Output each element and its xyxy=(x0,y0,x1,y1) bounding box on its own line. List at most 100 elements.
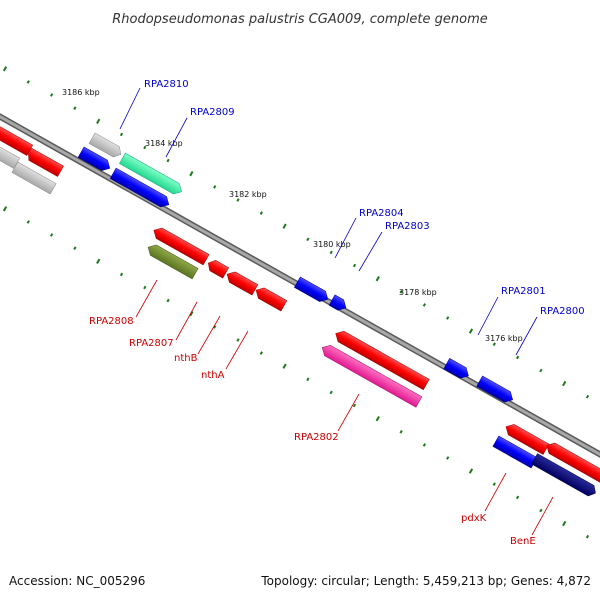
outer-tick-minor xyxy=(422,303,427,307)
gene-rpa2804[interactable] xyxy=(294,276,330,305)
inner-tick-minor xyxy=(422,443,427,447)
label-rpa2810[interactable]: RPA2810 xyxy=(144,79,189,90)
label-pdxK[interactable]: pdxK xyxy=(461,513,487,524)
outer-tick-major xyxy=(562,380,567,387)
gene-rpa2810[interactable] xyxy=(88,132,124,160)
gene-rpa2801[interactable] xyxy=(443,358,472,381)
gene-rpa2803[interactable] xyxy=(328,294,349,313)
topology-text: Topology: circular; Length: 5,459,213 bp… xyxy=(260,574,591,588)
label-nthB[interactable]: nthB xyxy=(174,353,198,364)
label-rpa2807[interactable]: RPA2807 xyxy=(129,338,174,349)
gene-features xyxy=(0,117,600,499)
inner-tick-minor xyxy=(306,377,310,382)
label-rpa2804[interactable]: RPA2804 xyxy=(359,208,404,219)
outer-tick-minor xyxy=(213,185,217,189)
leader-rpa2802 xyxy=(337,393,360,432)
leader-rpa2800 xyxy=(515,316,538,356)
gene-forward-blue-3[interactable] xyxy=(492,435,538,469)
gene-rpa2802[interactable] xyxy=(319,342,423,408)
gene-rpa2807[interactable] xyxy=(151,225,210,266)
label-BenE[interactable]: BenE xyxy=(510,536,536,547)
gene-forward-blue-1[interactable] xyxy=(77,146,113,174)
plus-labels: RPA2810 RPA2809 RPA2804 RPA2803 RPA2801 … xyxy=(144,79,585,317)
outer-tick-minor xyxy=(539,368,543,373)
gene-edge-red-1[interactable] xyxy=(0,117,34,156)
gene-reverse-red-3[interactable] xyxy=(253,285,288,312)
label-nthA[interactable]: nthA xyxy=(201,370,225,381)
inner-tick-minor xyxy=(446,456,450,460)
outer-tick-minor xyxy=(49,93,54,97)
inner-tick-minor xyxy=(352,403,357,408)
leader-nthA xyxy=(225,330,249,370)
outer-tick-major xyxy=(375,276,380,282)
outer-tick-minor xyxy=(119,132,124,137)
label-rpa2802[interactable]: RPA2802 xyxy=(294,432,339,443)
tick-label-3180: 3180 kbp xyxy=(313,240,351,249)
inner-tick-minor xyxy=(166,298,170,303)
outer-tick-minor xyxy=(166,158,170,163)
leader-rpa2804 xyxy=(334,217,357,259)
tick-label-3186: 3186 kbp xyxy=(62,88,100,97)
gene-rpa2802-red[interactable] xyxy=(333,328,430,391)
gene-nthB[interactable] xyxy=(205,258,229,279)
gene-edge-grey-2[interactable] xyxy=(11,161,57,195)
leader-rpa2807 xyxy=(175,301,198,341)
inner-tick-major xyxy=(282,363,287,369)
gene-rpa2809[interactable] xyxy=(119,152,184,197)
tick-label-3182: 3182 kbp xyxy=(229,190,267,199)
gene-forward-blue-2[interactable] xyxy=(109,167,172,210)
inner-tick-major xyxy=(375,416,380,422)
leader-rpa2810 xyxy=(119,87,141,130)
outer-tick-major xyxy=(282,223,287,229)
inner-tick-minor xyxy=(585,534,590,539)
inner-tick-major xyxy=(96,258,101,264)
gene-edge-red-2[interactable] xyxy=(25,147,64,177)
inner-tick-minor xyxy=(329,390,333,395)
leader-rpa2801 xyxy=(477,296,499,336)
outer-tick-minor xyxy=(73,106,77,110)
outer-tick-minor xyxy=(306,237,310,242)
inner-tick-minor xyxy=(49,233,54,237)
outer-tick-major xyxy=(468,328,474,334)
tick-track xyxy=(2,66,590,539)
inner-tick-minor xyxy=(143,285,147,290)
outer-tick-minor xyxy=(329,250,333,255)
leader-BenE xyxy=(531,496,554,536)
outer-tick-minor xyxy=(26,80,30,84)
inner-tick-major xyxy=(562,520,567,527)
label-rpa2800[interactable]: RPA2800 xyxy=(540,306,585,317)
inner-tick-minor xyxy=(492,482,496,486)
tick-labels: 3186 kbp 3184 kbp 3182 kbp 3180 kbp 3178… xyxy=(62,88,523,343)
leader-rpa2803 xyxy=(358,231,383,272)
minus-labels: RPA2808 RPA2807 nthB nthA RPA2802 pdxK B… xyxy=(89,316,536,547)
inner-tick-minor xyxy=(515,495,520,500)
map-title: Rhodopseudomonas palustris CGA009, compl… xyxy=(112,12,488,27)
tick-label-3184: 3184 kbp xyxy=(145,139,183,148)
leader-rpa2809 xyxy=(165,117,188,158)
label-rpa2809[interactable]: RPA2809 xyxy=(190,107,235,118)
label-rpa2803[interactable]: RPA2803 xyxy=(385,221,430,232)
outer-tick-major xyxy=(189,171,194,177)
gene-navy[interactable] xyxy=(531,453,599,499)
inner-tick-major xyxy=(2,206,8,212)
gene-rpa2800[interactable] xyxy=(476,375,516,405)
tick-label-3178: 3178 kbp xyxy=(399,288,437,297)
inner-tick-minor xyxy=(26,220,30,224)
inner-tick-minor xyxy=(73,246,77,250)
label-rpa2801[interactable]: RPA2801 xyxy=(501,286,546,297)
gene-rpa2808[interactable] xyxy=(145,242,199,280)
label-rpa2808[interactable]: RPA2808 xyxy=(89,316,134,327)
outer-tick-minor xyxy=(585,394,590,399)
leader-pdxK xyxy=(484,472,507,512)
gene-pdxK[interactable] xyxy=(503,421,550,455)
inner-tick-minor xyxy=(259,351,263,355)
inner-tick-minor xyxy=(119,272,124,277)
leader-rpa2808 xyxy=(135,279,158,318)
gene-BenE[interactable] xyxy=(544,440,600,489)
inner-tick-minor xyxy=(236,338,240,342)
outer-tick-major xyxy=(96,118,101,124)
tick-label-3176: 3176 kbp xyxy=(485,334,523,343)
gene-nthA[interactable] xyxy=(224,269,259,296)
